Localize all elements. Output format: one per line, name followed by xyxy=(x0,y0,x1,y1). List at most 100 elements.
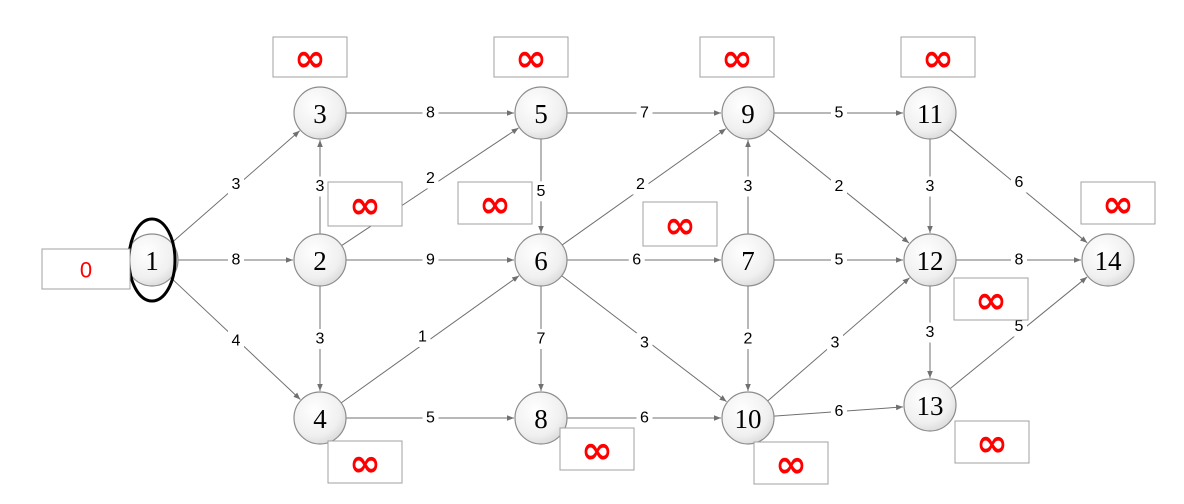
edge-weight-bg xyxy=(422,103,439,123)
edge-weight-2-5: 2 xyxy=(426,170,435,187)
edge-weight-1-3: 3 xyxy=(232,176,241,193)
edge-weight-bg xyxy=(228,174,244,195)
distance-box-8: ∞ xyxy=(559,427,635,472)
node-label: 1 xyxy=(145,246,159,276)
distance-box-10: ∞ xyxy=(753,441,829,486)
edge-weight-6-10: 3 xyxy=(640,335,649,352)
node-circle xyxy=(293,391,347,445)
distance-box-frame xyxy=(753,441,829,485)
node-circle xyxy=(903,86,957,140)
distance-box-14: ∞ xyxy=(1080,181,1156,226)
edge-weight-bg xyxy=(636,103,653,123)
distance-value: ∞ xyxy=(479,182,511,226)
edge-weight-bg xyxy=(414,327,431,347)
edge-weight-1-4: 4 xyxy=(232,333,241,350)
edge-weight-bg xyxy=(740,176,756,197)
node-circle xyxy=(514,233,568,287)
node-5: 5 xyxy=(514,86,568,140)
edge-weight-bg xyxy=(228,331,244,351)
edge-weight-6-9: 2 xyxy=(636,176,645,193)
node-circle xyxy=(293,86,347,140)
distance-box-frame xyxy=(699,36,775,78)
node-1: 1 xyxy=(125,233,179,287)
edge-weight-5-9: 7 xyxy=(640,105,649,122)
node-10: 10 xyxy=(721,391,775,445)
node-label: 3 xyxy=(313,99,327,129)
edge-weight-bg xyxy=(533,181,549,202)
distance-value: ∞ xyxy=(294,36,326,80)
edge-weight-2-6: 9 xyxy=(426,252,435,269)
node-label: 6 xyxy=(534,246,548,276)
distance-value: ∞ xyxy=(721,36,753,80)
node-circle xyxy=(721,86,775,140)
edge-weight-3-5: 8 xyxy=(426,105,435,122)
node-2: 2 xyxy=(293,233,347,287)
distance-box-frame xyxy=(327,440,403,484)
edge-weight-bg xyxy=(831,250,847,270)
edge-weight-bg xyxy=(1011,172,1027,193)
edge-weight-bg xyxy=(422,408,439,428)
edge-weight-bg xyxy=(636,408,653,428)
edge-weight-bg xyxy=(636,333,653,353)
node-label: 7 xyxy=(741,246,755,276)
edge-weight-bg xyxy=(831,401,847,422)
node-circle xyxy=(903,378,957,432)
distance-box-frame xyxy=(1080,181,1156,225)
edge-weight-1-2: 8 xyxy=(232,252,241,269)
node-label: 5 xyxy=(534,99,548,129)
edge-weight-bg xyxy=(228,250,244,270)
node-circle xyxy=(721,391,775,445)
node-12: 12 xyxy=(903,233,957,287)
edge-weight-bg xyxy=(922,322,938,343)
node-label: 8 xyxy=(534,404,548,434)
node-label: 2 xyxy=(313,246,327,276)
distance-box-frame xyxy=(954,420,1030,464)
edge-weight-11-12: 3 xyxy=(926,178,935,195)
node-circle xyxy=(721,233,775,287)
node-8: 8 xyxy=(514,391,568,445)
edge-weight-bg xyxy=(422,168,439,189)
distance-box-5: ∞ xyxy=(493,36,569,80)
distance-value: ∞ xyxy=(664,203,696,247)
distance-value: ∞ xyxy=(976,421,1008,465)
distance-value: 0 xyxy=(80,258,92,283)
distance-box-frame xyxy=(41,248,131,290)
edge-weight-9-11: 5 xyxy=(835,105,844,122)
edge-weight-10-13: 6 xyxy=(835,403,844,420)
edge-weight-bg xyxy=(831,103,847,123)
edge-weight-11-14: 6 xyxy=(1015,174,1024,191)
node-9: 9 xyxy=(721,86,775,140)
distance-box-frame xyxy=(457,181,533,225)
edge-weight-10-12: 3 xyxy=(831,335,840,352)
distance-box-frame xyxy=(900,36,976,78)
distance-value: ∞ xyxy=(975,278,1007,322)
edge-weight-7-9: 3 xyxy=(744,178,753,195)
node-4: 4 xyxy=(293,391,347,445)
node-circle xyxy=(1081,233,1135,287)
distance-box-4: ∞ xyxy=(327,440,403,485)
distance-box-7: ∞ xyxy=(642,201,718,247)
edge-weight-bg xyxy=(827,333,843,353)
node-label: 4 xyxy=(313,404,327,434)
edge-weight-bg xyxy=(312,329,328,349)
node-11: 11 xyxy=(903,86,957,140)
node-label: 14 xyxy=(1095,246,1123,276)
node-3: 3 xyxy=(293,86,347,140)
node-circle xyxy=(514,86,568,140)
edge-weight-bg xyxy=(740,329,756,349)
edge-weight-bg xyxy=(1011,250,1027,270)
node-circle xyxy=(293,233,347,287)
distance-value: ∞ xyxy=(515,36,547,80)
distance-value: ∞ xyxy=(349,441,381,485)
edge-weight-12-13: 3 xyxy=(926,324,935,341)
edge-weight-6-7: 6 xyxy=(632,252,641,269)
edge-weight-bg xyxy=(422,250,439,270)
node-label: 12 xyxy=(917,246,944,276)
edge-weight-9-12: 2 xyxy=(835,178,844,195)
edge-weight-12-14: 8 xyxy=(1015,252,1024,269)
node-circle xyxy=(903,233,957,287)
distance-box-frame xyxy=(953,277,1029,321)
